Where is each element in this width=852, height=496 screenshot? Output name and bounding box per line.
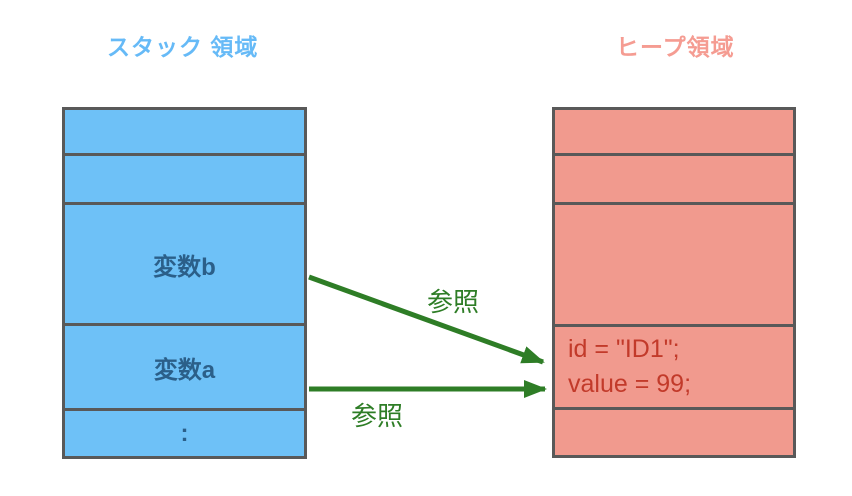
stack-cell-label: 変数a [153, 356, 216, 384]
stack-cell-2 [65, 153, 304, 202]
heap-cell-3 [555, 202, 793, 324]
stack-cell-variable-b: 変数b [65, 202, 304, 323]
reference-arrow-label-b: 参照 [427, 287, 480, 317]
stack-region-box: 変数b 変数a : [62, 107, 307, 459]
heap-object-value-line: value = 99; [568, 370, 692, 398]
stack-cell-1 [65, 110, 304, 153]
stack-cell-label: : [180, 419, 189, 447]
heap-cell-2 [555, 153, 793, 202]
reference-arrow-label-a: 参照 [351, 401, 404, 431]
heap-region-box: id = "ID1"; value = 99; [552, 107, 796, 458]
stack-region-title: スタック 領域 [107, 34, 259, 60]
stack-cell-ellipsis: : [65, 408, 304, 456]
heap-cell-object: id = "ID1"; value = 99; [555, 324, 793, 407]
reference-arrow-b-to-heap [308, 274, 545, 365]
stack-cell-label: 変数b [153, 253, 216, 281]
heap-region-title: ヒープ領域 [616, 34, 735, 60]
heap-object-id-line: id = "ID1"; [568, 335, 680, 363]
heap-cell-1 [555, 110, 793, 153]
heap-cell-5 [555, 407, 793, 455]
stack-cell-variable-a: 変数a [65, 323, 304, 408]
